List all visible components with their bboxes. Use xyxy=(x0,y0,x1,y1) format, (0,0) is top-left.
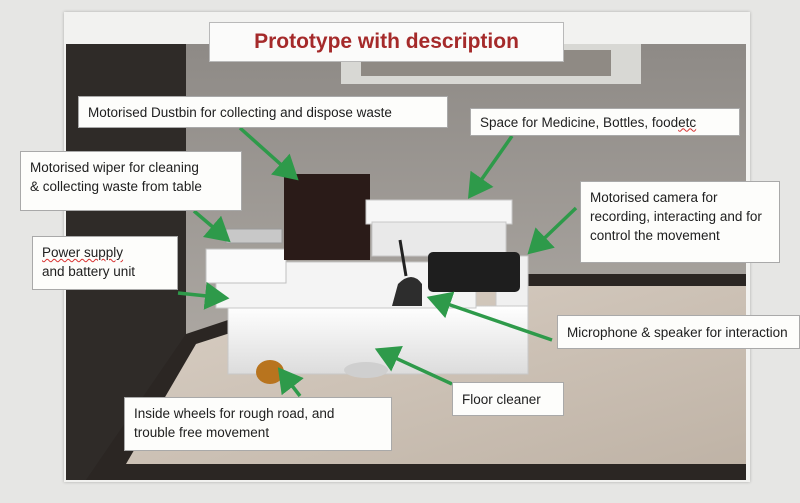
label-dustbin: Motorised Dustbin for collecting and dis… xyxy=(78,96,448,128)
arrow-dustbin xyxy=(238,126,299,181)
label-microphone: Microphone & speaker for interaction xyxy=(557,315,800,349)
arrow-power xyxy=(177,281,230,310)
wheel xyxy=(256,360,284,384)
dustbin-box xyxy=(284,174,370,260)
label-power-line2: and battery unit xyxy=(42,264,136,279)
label-power-line1: Power supply xyxy=(42,245,124,260)
label-power: Power supply and battery unit xyxy=(32,236,178,290)
arrow-space xyxy=(467,134,514,199)
microphone-speaker xyxy=(392,277,422,306)
camera-phone xyxy=(428,252,520,292)
label-space-text: Space for Medicine, Bottles, food xyxy=(480,114,679,130)
arrow-microphone xyxy=(426,291,553,342)
arrow-camera xyxy=(527,206,578,255)
slide-title: Prototype with description xyxy=(209,22,564,62)
arrow-floor xyxy=(374,346,453,386)
label-wheels: Inside wheels for rough road, and troubl… xyxy=(124,397,392,451)
microphone-stem xyxy=(398,239,408,277)
label-space: Space for Medicine, Bottles, food etc xyxy=(470,108,740,136)
shelf-top xyxy=(365,199,513,225)
label-camera: Motorised camera for recording, interact… xyxy=(580,181,780,263)
arrow-wiper xyxy=(192,209,231,243)
battery-block xyxy=(205,248,287,284)
arrow-wheels xyxy=(277,367,304,398)
label-floor-cleaner: Floor cleaner xyxy=(452,382,564,416)
label-space-etc: etc xyxy=(678,114,697,130)
label-wiper: Motorised wiper for cleaning & collectin… xyxy=(20,151,242,211)
